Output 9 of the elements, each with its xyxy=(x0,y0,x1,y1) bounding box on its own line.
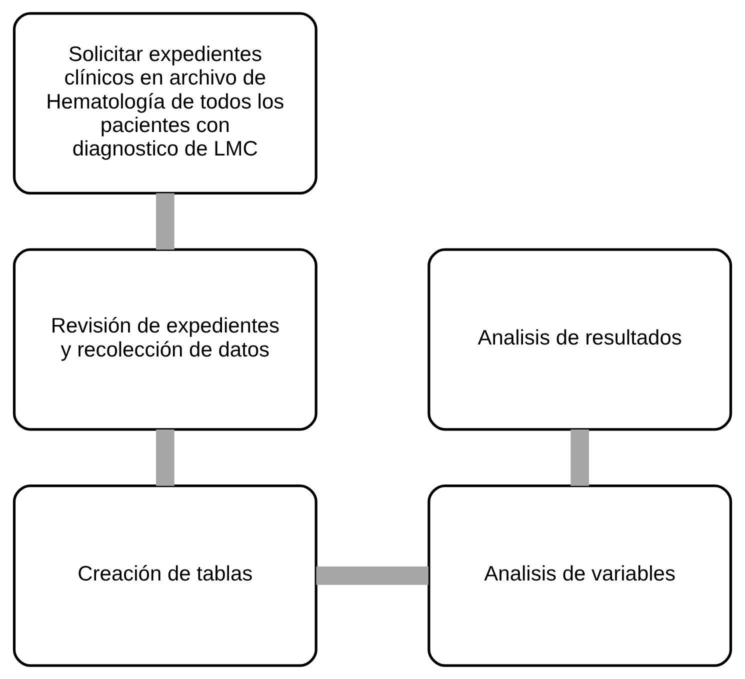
node-box: Analisis de resultados xyxy=(428,248,732,431)
connector xyxy=(156,429,174,486)
node-box: Creación de tablas xyxy=(12,484,318,667)
node-box: Revisión de expedientes y recolección de datos xyxy=(12,248,318,431)
connector xyxy=(316,566,428,585)
connector xyxy=(570,429,590,486)
node-box: Solicitar expedientes clínicos en archivo de Hematología de todos los pacientes con diagnostico de LMC xyxy=(12,12,318,194)
node-box: Analisis de variables xyxy=(428,484,732,667)
connector xyxy=(156,193,174,250)
